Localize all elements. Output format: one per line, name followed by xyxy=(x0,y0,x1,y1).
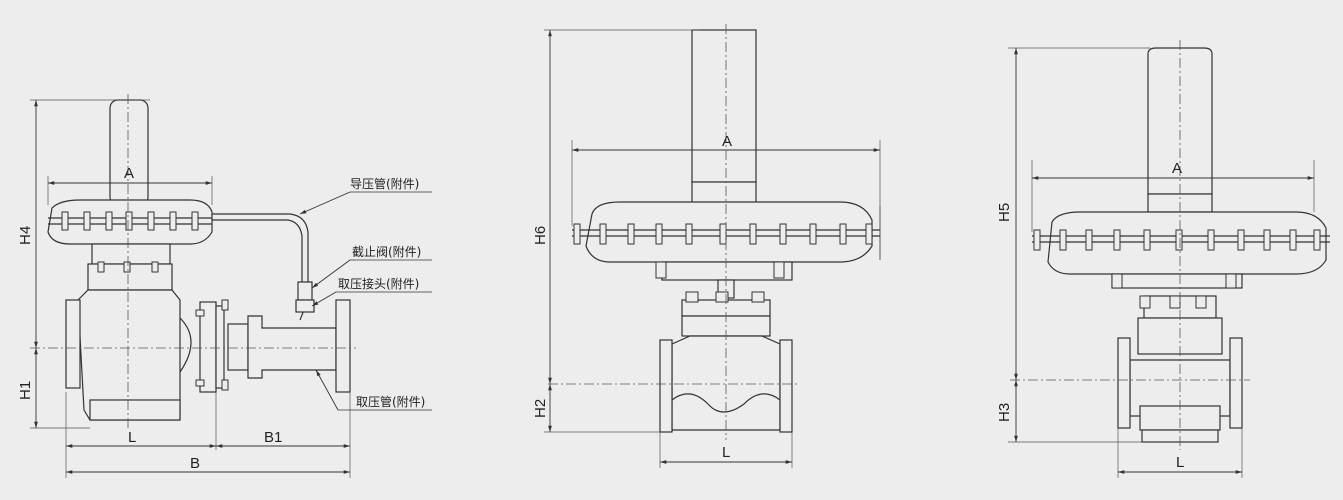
front-view-middle: A H6 H2 L xyxy=(532,24,881,468)
callout-tap-fitting: 取压接头(附件) xyxy=(338,276,419,291)
dim-label-H2: H2 xyxy=(532,399,549,418)
diaphragm-bolts xyxy=(1033,229,1321,251)
inlet-flange xyxy=(1117,337,1131,429)
front-view-right: A H5 H3 L xyxy=(996,40,1330,478)
actuator-spring-housing xyxy=(109,99,149,206)
dim-label-H6: H6 xyxy=(532,226,549,245)
callout-globe-valve: 截止阀(附件) xyxy=(352,245,421,259)
dim-label-H5: H5 xyxy=(996,203,1013,222)
dim-label-A: A xyxy=(722,133,732,150)
bonnet-yoke xyxy=(91,243,171,265)
dim-label-B: B xyxy=(190,455,200,472)
callout-impulse-tube: 导压管(附件) xyxy=(350,176,419,191)
diaphragm-bolts xyxy=(573,223,873,245)
actuator-spring-housing xyxy=(691,29,757,183)
downstream-pipe xyxy=(247,315,337,379)
dim-label-H3: H3 xyxy=(996,403,1013,422)
yoke xyxy=(1111,273,1243,289)
callout-sensing-pipe: 取压管(附件) xyxy=(356,394,425,409)
tap-fitting xyxy=(295,299,315,313)
dim-label-H1: H1 xyxy=(17,381,34,400)
dim-label-H4: H4 xyxy=(17,226,34,245)
dim-label-L: L xyxy=(1176,454,1184,471)
inlet-flange xyxy=(659,339,673,433)
dim-label-A: A xyxy=(1172,160,1182,177)
outlet-flange xyxy=(1229,337,1243,429)
side-view: A H4 H1 L B1 B 导压管(附件) 截止阀(附件) 取压接头(附件) … xyxy=(17,94,432,478)
dim-label-L: L xyxy=(722,444,730,461)
outlet-flange xyxy=(779,339,793,433)
valve-body xyxy=(77,289,181,421)
downstream-flange xyxy=(335,299,351,393)
diaphragm-bolts xyxy=(61,211,199,231)
dim-label-A: A xyxy=(124,165,134,182)
diaphragm-housing xyxy=(585,201,873,263)
inlet-flange xyxy=(65,299,81,389)
yoke xyxy=(661,261,793,281)
impulse-tube xyxy=(212,213,309,321)
globe-valve xyxy=(297,281,313,301)
dim-label-B1: B1 xyxy=(264,429,282,446)
dim-label-L: L xyxy=(128,429,136,446)
diaphragm-housing xyxy=(1047,211,1327,275)
